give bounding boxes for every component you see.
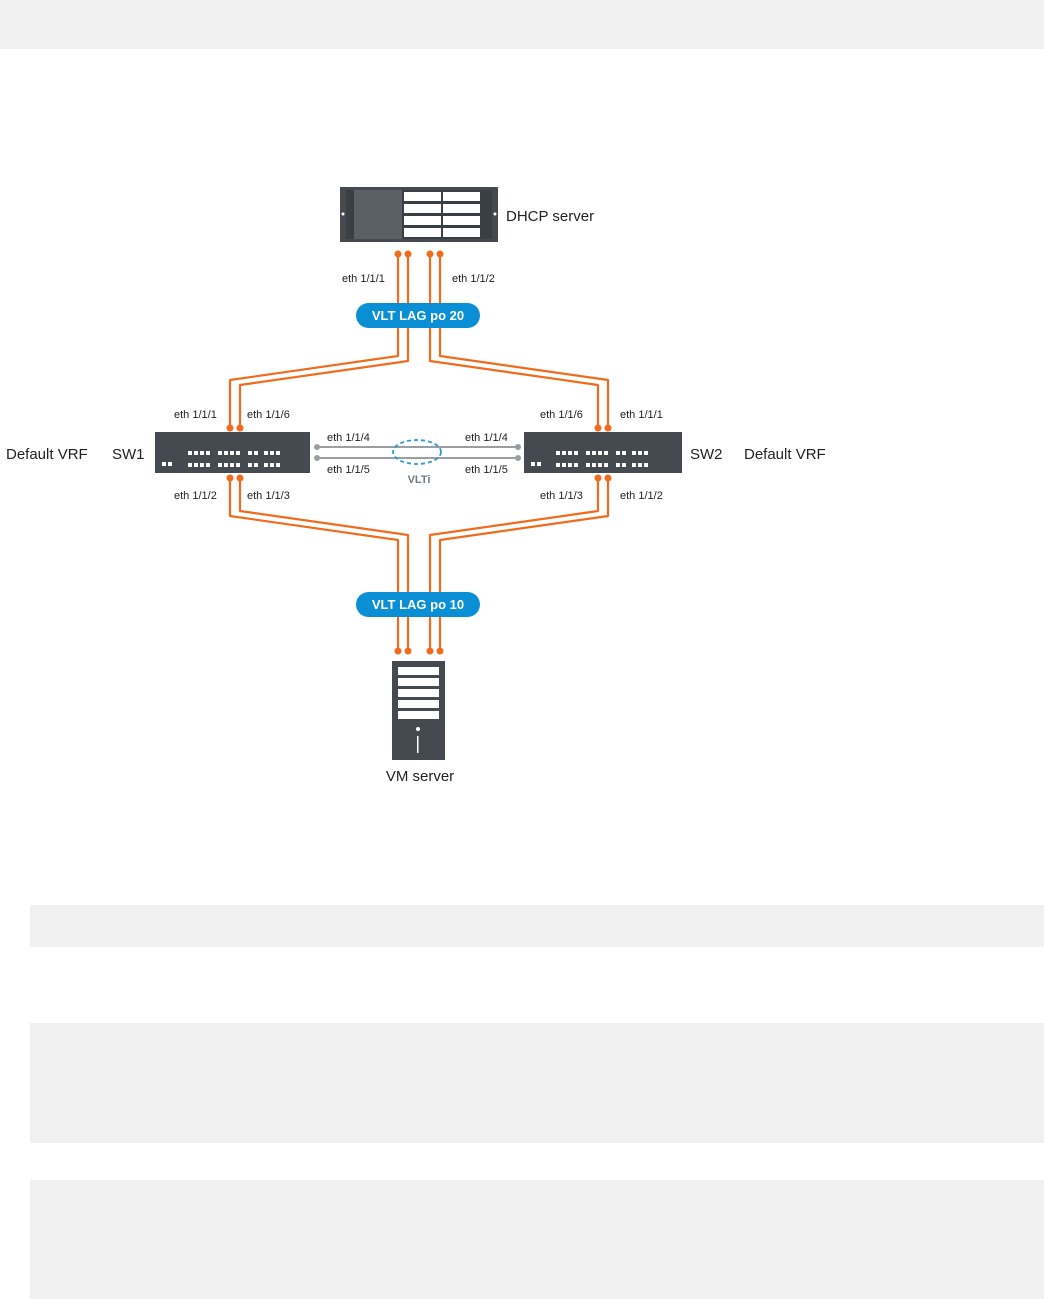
port-label-dhcp-left: eth 1/1/1 <box>342 273 385 285</box>
port-label-sw1-bottom-right: eth 1/1/3 <box>247 490 290 502</box>
port-label-vlti-sw1-upper: eth 1/1/4 <box>327 432 370 444</box>
sw2-switch-icon <box>524 432 682 473</box>
dhcp-server-icon <box>340 187 498 242</box>
sw2-vrf-label: Default VRF <box>744 446 826 463</box>
port-label-sw1-top-left: eth 1/1/1 <box>174 409 217 421</box>
code-block-1 <box>30 905 1044 947</box>
sw1-name-label: SW1 <box>112 446 145 463</box>
port-label-sw1-top-right: eth 1/1/6 <box>247 409 290 421</box>
vlti-label: VLTi <box>408 474 431 486</box>
code-block-3 <box>30 1180 1044 1299</box>
port-label-sw1-bottom-left: eth 1/1/2 <box>174 490 217 502</box>
link-sw2-vm-a <box>428 478 600 651</box>
port-label-sw2-top-left: eth 1/1/6 <box>540 409 583 421</box>
dhcp-server-label: DHCP server <box>506 208 594 225</box>
lag-top-label: VLT LAG po 20 <box>372 308 464 323</box>
link-sw1-vm-b <box>238 478 410 651</box>
port-label-vlti-sw2-lower: eth 1/1/5 <box>465 464 508 476</box>
lag-top-pill: VLT LAG po 20 <box>356 303 480 328</box>
vm-server-icon <box>392 661 445 760</box>
vm-server-label: VM server <box>386 768 454 785</box>
sw1-vrf-label: Default VRF <box>6 446 88 463</box>
port-label-sw2-top-right: eth 1/1/1 <box>620 409 663 421</box>
vlti-links <box>314 439 521 465</box>
port-label-vlti-sw1-lower: eth 1/1/5 <box>327 464 370 476</box>
port-label-dhcp-right: eth 1/1/2 <box>452 273 495 285</box>
sw1-switch-icon <box>155 432 310 473</box>
link-sw2-vm-b <box>438 478 610 651</box>
lag-bottom-label: VLT LAG po 10 <box>372 597 464 612</box>
code-block-2 <box>30 1023 1044 1143</box>
lag-bottom-pill: VLT LAG po 10 <box>356 592 480 617</box>
link-sw1-vm-a <box>228 478 400 651</box>
sw2-name-label: SW2 <box>690 446 723 463</box>
link-dots <box>226 250 612 655</box>
port-label-sw2-bottom-right: eth 1/1/2 <box>620 490 663 502</box>
code-block-top <box>0 0 1044 49</box>
port-label-sw2-bottom-left: eth 1/1/3 <box>540 490 583 502</box>
port-label-vlti-sw2-upper: eth 1/1/4 <box>465 432 508 444</box>
